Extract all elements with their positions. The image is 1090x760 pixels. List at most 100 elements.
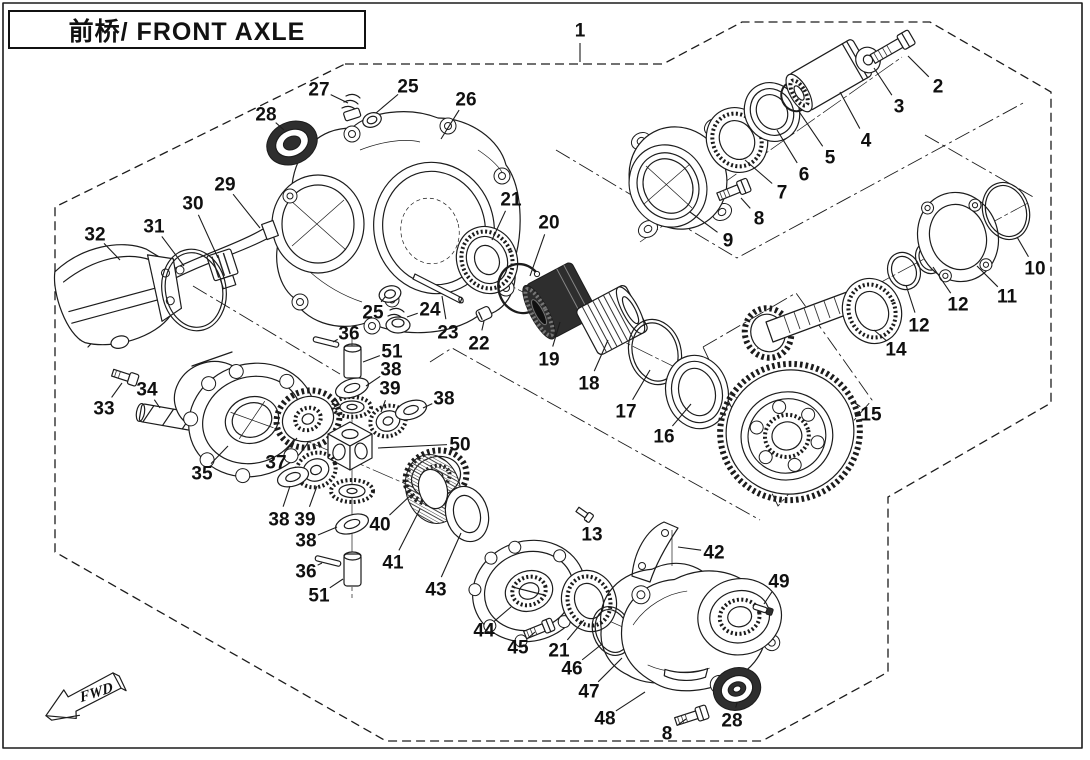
part-15-ring-gear-set: [717, 288, 865, 504]
leader-line-24: [406, 312, 418, 318]
part-callout-38: 38: [295, 531, 316, 552]
part-18-splined-sleeve: [576, 285, 648, 355]
part-callout-39: 39: [294, 510, 315, 531]
part-callout-26: 26: [455, 90, 476, 111]
leader-line-5: [797, 109, 824, 147]
part-callout-24: 24: [419, 300, 441, 321]
part-22-plug: [475, 305, 493, 323]
leader-line-13: [585, 519, 588, 523]
part-callout-3: 3: [894, 97, 905, 118]
part-8-bolt-upper: [716, 177, 752, 202]
leader-line-16: [671, 403, 692, 427]
leader-line-22: [481, 320, 485, 331]
part-callout-38: 38: [268, 510, 289, 531]
leader-line-50: [377, 444, 448, 449]
part-37-side-gear: [273, 387, 343, 451]
part-callout-43: 43: [425, 580, 446, 601]
part-callout-7: 7: [777, 183, 788, 204]
leader-line-45: [527, 631, 536, 639]
part-36-lock-pin-top: [312, 336, 340, 348]
leader-line-36: [317, 562, 323, 566]
fwd-label: FWD: [78, 680, 114, 707]
leader-line-15: [854, 402, 861, 408]
part-callout-37: 37: [265, 453, 286, 474]
part-callout-23: 23: [437, 323, 458, 344]
part-39-face-gear-bottom: [329, 478, 375, 504]
title-box: 前桥/ FRONT AXLE: [8, 10, 366, 49]
part-callout-11: 11: [997, 287, 1018, 308]
part-45-bolt: [523, 617, 556, 640]
leader-line-38: [365, 375, 381, 387]
leader-line-39: [308, 485, 318, 507]
part-2-bolt: [869, 29, 916, 64]
leader-line-12: [905, 284, 916, 313]
leader-line-41: [398, 508, 421, 551]
part-callout-33: 33: [93, 399, 114, 420]
part-callout-48: 48: [594, 709, 615, 730]
leader-line-30: [197, 214, 219, 259]
leader-line-38: [317, 526, 338, 536]
part-callout-18: 18: [578, 374, 599, 395]
leader-line-38: [422, 403, 433, 409]
part-callout-39: 39: [379, 379, 400, 400]
leader-line-19: [552, 321, 561, 347]
part-33-bolt: [111, 368, 140, 387]
leader-line-12: [932, 266, 952, 294]
part-10-o-ring: [981, 181, 1031, 241]
part-callout-45: 45: [507, 638, 529, 659]
part-callout-30: 30: [182, 194, 203, 215]
part-callout-28: 28: [255, 105, 276, 126]
leader-line-18: [593, 339, 609, 372]
leader-line-28: [735, 702, 738, 708]
part-8-bolt-lower: [674, 704, 710, 726]
part-callout-8: 8: [662, 724, 673, 745]
part-callout-9: 9: [723, 231, 734, 252]
part-51-pin-top: [343, 343, 362, 379]
part-13-screw: [575, 506, 594, 523]
leader-line-38: [282, 485, 291, 507]
leader-line-39: [380, 399, 386, 413]
part-callout-38: 38: [433, 389, 454, 410]
part-callout-21: 21: [548, 641, 570, 662]
leader-line-47: [597, 657, 623, 683]
part-callout-25: 25: [362, 303, 384, 324]
leader-line-11: [976, 265, 999, 288]
leader-line-14: [873, 329, 887, 341]
part-callout-44: 44: [473, 621, 495, 642]
leader-line-8: [740, 197, 751, 209]
part-callout-21: 21: [500, 190, 522, 211]
leader-line-37: [284, 437, 298, 453]
part-callout-36: 36: [338, 324, 359, 345]
part-30-connector: [206, 248, 239, 290]
leader-line-10: [1016, 236, 1029, 258]
part-21-bearing-lower: [560, 569, 618, 633]
part-callout-4: 4: [861, 131, 872, 152]
part-callout-35: 35: [191, 464, 213, 485]
part-callout-13: 13: [581, 525, 602, 546]
part-16-seal: [664, 354, 730, 430]
leader-line-7: [744, 159, 773, 184]
part-48-final-drive-cover: [621, 570, 783, 694]
leader-line-48: [615, 691, 646, 712]
part-callout-51: 51: [381, 342, 403, 363]
part-28-oil-seal: [266, 120, 318, 166]
part-42-bracket: [631, 521, 679, 583]
part-35-diff-flange: [173, 351, 318, 484]
leader-line-9: [689, 211, 718, 233]
part-callout-5: 5: [825, 148, 836, 169]
leader-line-34: [153, 399, 161, 409]
part-callout-38: 38: [380, 360, 401, 381]
leader-line-3: [873, 67, 893, 96]
part-39-face-gear-top: [331, 395, 373, 419]
part-callout-50: 50: [449, 435, 470, 456]
callout-layer: 1234567891011121213141516171819202121222…: [84, 21, 1045, 745]
leader-line-25: [380, 296, 386, 303]
part-callout-12: 12: [908, 316, 929, 337]
part-callout-16: 16: [653, 427, 674, 448]
part-32-actuator: [53, 244, 183, 349]
leader-line-21: [566, 619, 585, 641]
part-callout-6: 6: [799, 165, 810, 186]
leader-line-51: [329, 578, 344, 589]
